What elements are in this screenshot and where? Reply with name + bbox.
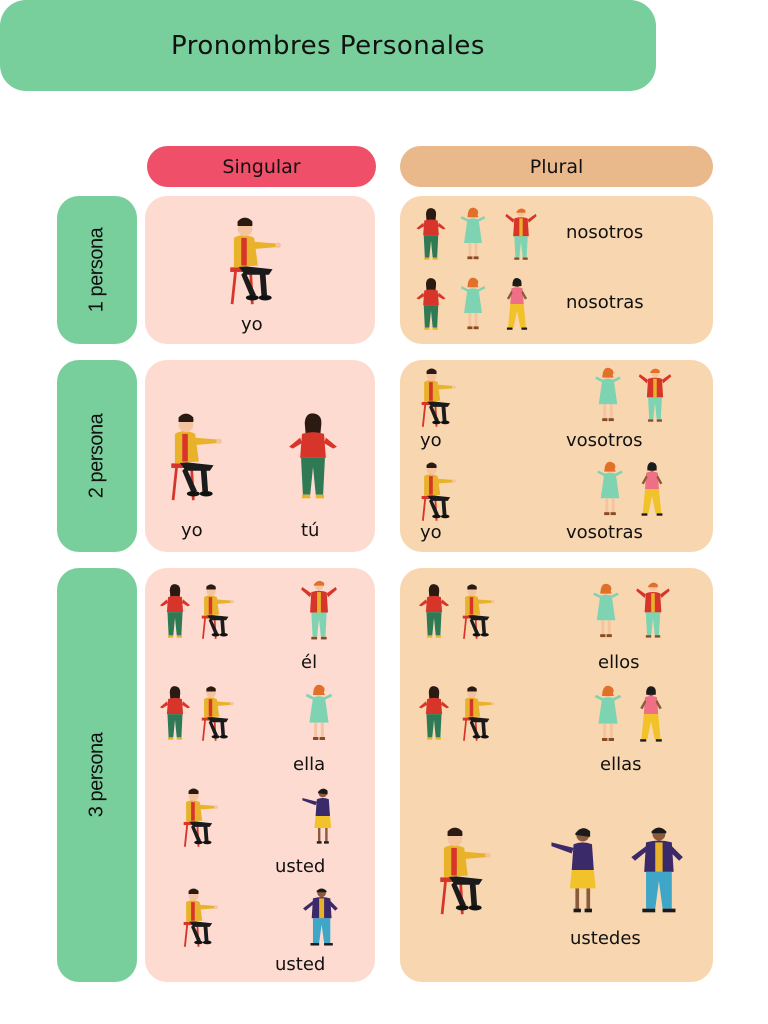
pronoun-el: él <box>301 652 318 673</box>
page-title: Pronombres Personales <box>171 30 485 61</box>
woman-red-illustration <box>283 410 343 502</box>
woman-red-illustration <box>157 684 193 742</box>
man-pro-illustration <box>295 886 347 948</box>
woman-red-illustration <box>157 582 193 640</box>
woman-yellow-illustration <box>496 276 538 332</box>
woman-pro-illustration <box>544 824 616 916</box>
woman-yellow-illustration <box>632 460 672 518</box>
row-label-first-text: 1 persona <box>85 227 108 313</box>
pronoun-usted: usted <box>275 856 326 877</box>
cell-third-singular: él ella usted usted <box>145 568 375 982</box>
pronoun-usted: usted <box>275 954 326 975</box>
woman-green-illustration <box>588 582 624 640</box>
man-seated-illustration <box>157 410 237 502</box>
woman-green-illustration <box>592 460 628 518</box>
man-red-illustration <box>632 366 678 424</box>
header-plural-label: Plural <box>529 155 584 178</box>
man-seated-illustration <box>175 886 227 948</box>
woman-green-illustration <box>301 682 337 744</box>
pronoun-ellas: ellas <box>600 754 642 775</box>
cell-second-singular: yo tú <box>145 360 375 552</box>
cell-first-singular: yo <box>145 196 375 344</box>
woman-green-illustration <box>590 684 626 744</box>
header-plural: Plural <box>400 146 713 187</box>
row-label-third: 3 persona <box>57 568 137 982</box>
row-label-second: 2 persona <box>57 360 137 552</box>
man-red-illustration <box>630 580 676 640</box>
header-singular-label: Singular <box>222 155 301 178</box>
cell-third-plural: ellos ellas ustedes <box>400 568 713 982</box>
man-seated-illustration <box>414 366 464 428</box>
woman-red-illustration <box>414 276 448 332</box>
man-pro-illustration <box>622 824 694 916</box>
woman-yellow-illustration <box>630 684 672 744</box>
pronoun-yo: yo <box>241 314 263 335</box>
row-label-first: 1 persona <box>57 196 137 344</box>
pronoun-tu: tú <box>301 520 320 541</box>
pronoun-vosotros: vosotros <box>566 430 643 451</box>
man-seated-illustration <box>175 786 227 848</box>
woman-green-illustration <box>456 276 490 332</box>
cell-first-plural: nosotros nosotras <box>400 196 713 344</box>
woman-red-illustration <box>416 684 452 742</box>
header-singular: Singular <box>147 146 376 187</box>
pronoun-ustedes: ustedes <box>570 928 641 949</box>
man-seated-illustration <box>426 824 506 916</box>
pronoun-ella: ella <box>293 754 326 775</box>
woman-red-illustration <box>414 206 448 262</box>
pronoun-nosotras: nosotras <box>566 292 644 313</box>
man-seated-illustration <box>193 684 243 742</box>
woman-pro-illustration <box>295 786 347 846</box>
cell-second-plural: yo vosotros yo vosotras <box>400 360 713 552</box>
man-red-illustration <box>500 206 542 262</box>
man-seated-illustration <box>454 582 504 640</box>
man-seated-illustration <box>193 582 243 640</box>
pronoun-yo: yo <box>420 430 442 451</box>
man-red-illustration <box>295 578 343 642</box>
pronoun-ellos: ellos <box>598 652 640 673</box>
pronoun-yo: yo <box>420 522 442 543</box>
row-label-third-text: 3 persona <box>85 732 108 818</box>
pronoun-nosotros: nosotros <box>566 222 644 243</box>
pronoun-vosotras: vosotras <box>566 522 643 543</box>
title-banner: Pronombres Personales <box>0 0 656 91</box>
pronoun-yo: yo <box>181 520 203 541</box>
woman-green-illustration <box>590 366 626 424</box>
man-seated-illustration <box>414 460 464 522</box>
woman-green-illustration <box>456 206 490 262</box>
man-seated-illustration <box>454 684 504 742</box>
man-seated-illustration <box>217 214 295 306</box>
row-label-second-text: 2 persona <box>85 413 108 499</box>
woman-red-illustration <box>416 582 452 640</box>
